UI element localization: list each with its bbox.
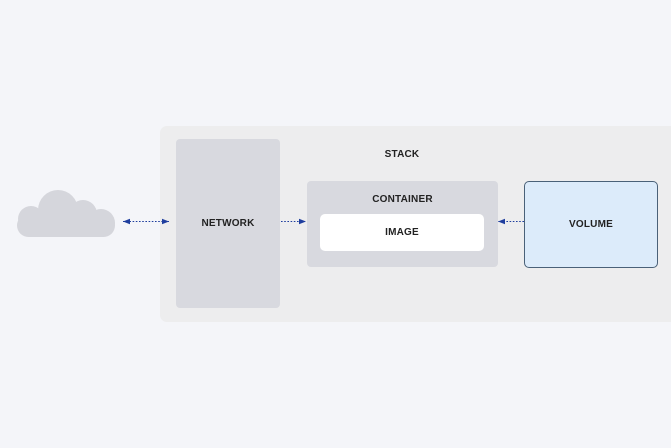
network-label: NETWORK: [201, 218, 255, 229]
container-box: CONTAINER IMAGE: [307, 181, 498, 267]
stack-label: STACK: [384, 149, 420, 160]
cloud-icon: [17, 190, 115, 237]
network-box: NETWORK: [176, 139, 280, 308]
container-label: CONTAINER: [372, 194, 433, 205]
image-label: IMAGE: [385, 227, 419, 238]
image-box: IMAGE: [320, 214, 484, 251]
volume-label: VOLUME: [569, 219, 613, 230]
volume-box: VOLUME: [524, 181, 658, 268]
